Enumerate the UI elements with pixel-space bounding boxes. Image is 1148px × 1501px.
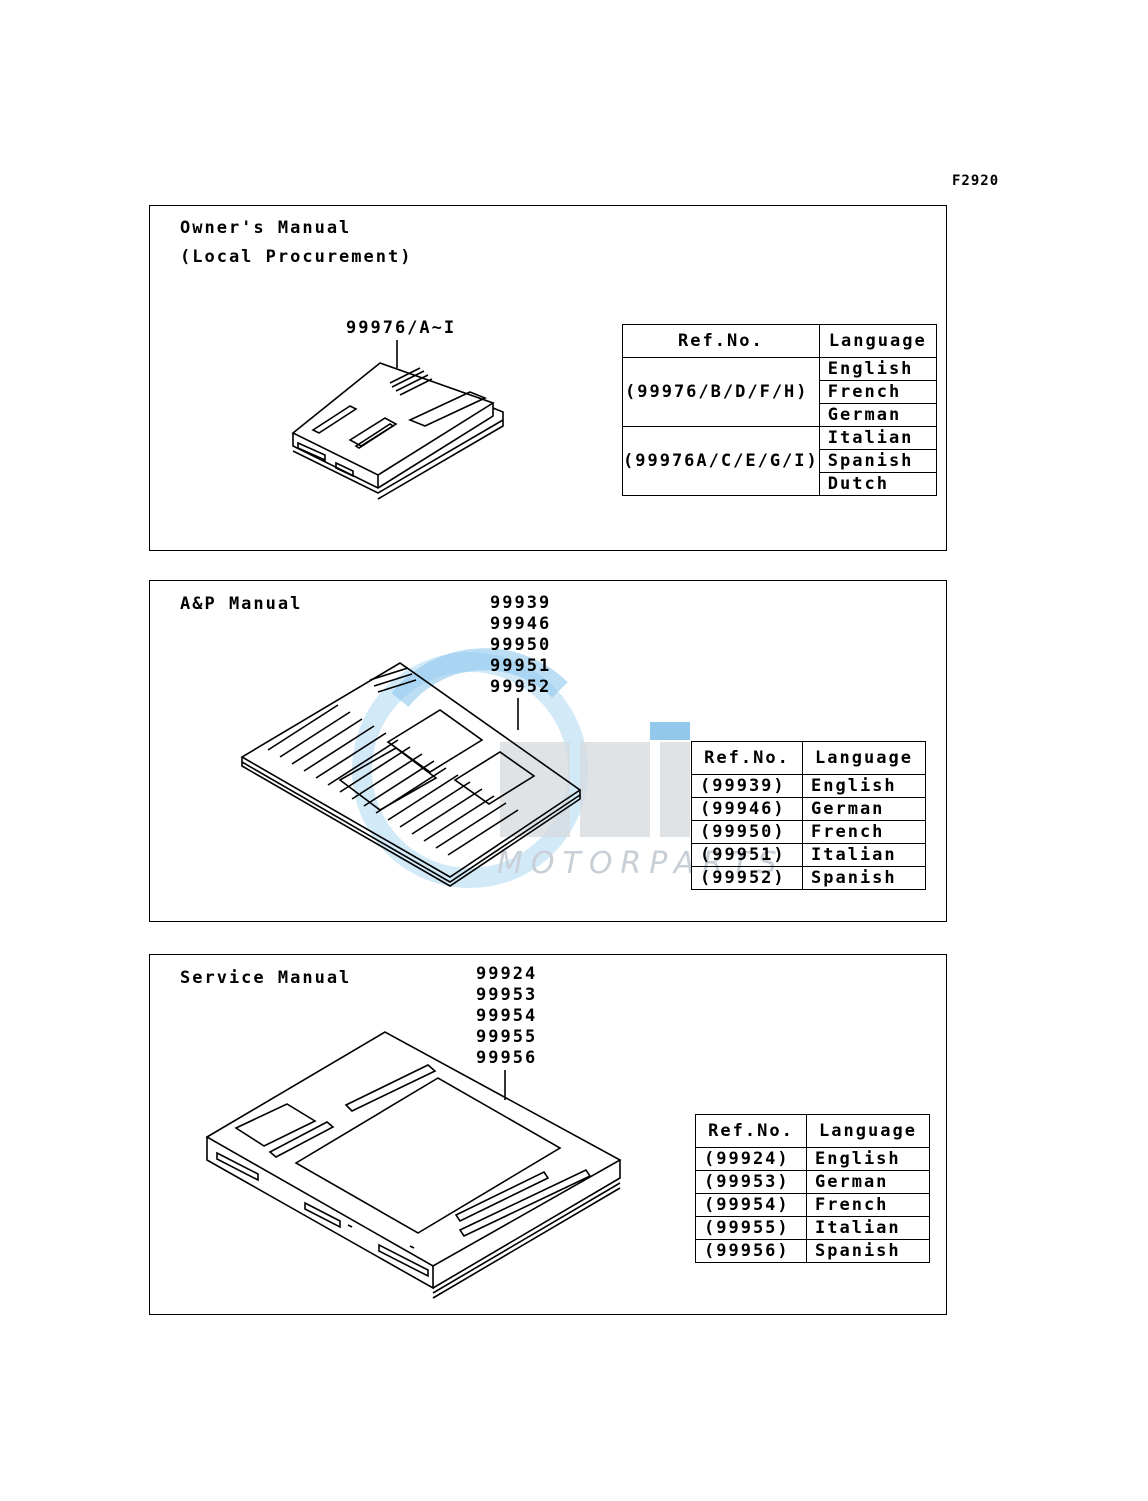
ref-cell: (99955) <box>695 1216 807 1240</box>
language-cell: German <box>818 403 937 427</box>
service-callout-4: 99955 <box>476 1027 538 1047</box>
language-cell: Spanish <box>806 1239 930 1263</box>
ap-callout-3: 99950 <box>490 635 552 655</box>
figure-code: F2920 <box>952 173 1000 189</box>
language-cell: German <box>802 797 926 821</box>
language-cell: Spanish <box>802 866 926 890</box>
service-callout-1: 99924 <box>476 964 538 984</box>
ap-callout-5: 99952 <box>490 677 552 697</box>
language-cell: English <box>818 357 937 381</box>
ap-manual-table: Ref.No. Language (99939)English (99946)G… <box>691 741 926 890</box>
language-cell: French <box>802 820 926 844</box>
service-callout-3: 99954 <box>476 1006 538 1026</box>
language-cell: Italian <box>818 426 937 450</box>
language-cell: German <box>806 1170 930 1194</box>
service-callout-2: 99953 <box>476 985 538 1005</box>
language-cell: Italian <box>802 843 926 867</box>
ap-callout-4: 99951 <box>490 656 552 676</box>
ref-cell: (99953) <box>695 1170 807 1194</box>
ref-cell: (99939) <box>691 774 803 798</box>
ref-cell: (99946) <box>691 797 803 821</box>
ref-cell: (99956) <box>695 1239 807 1263</box>
ref-cell: (99924) <box>695 1147 807 1171</box>
ref-cell: (99952) <box>691 866 803 890</box>
ref-cell: (99976A/C/E/G/I) <box>622 426 820 496</box>
owners-manual-panel <box>149 205 947 551</box>
ap-manual-title: A&P Manual <box>180 594 303 614</box>
owners-manual-title: Owner's Manual <box>180 218 352 238</box>
language-header: Language <box>806 1114 930 1148</box>
service-manual-title: Service Manual <box>180 968 352 988</box>
language-cell: Spanish <box>818 449 937 473</box>
ref-cell: (99954) <box>695 1193 807 1217</box>
owners-manual-subtitle: (Local Procurement) <box>180 247 413 267</box>
owners-manual-table: Ref.No. Language (99976/B/D/F/H) English… <box>622 324 937 496</box>
ref-no-header: Ref.No. <box>622 324 820 358</box>
ap-callout-1: 99939 <box>490 593 552 613</box>
language-cell: Dutch <box>818 472 937 496</box>
owners-manual-callout: 99976/A~I <box>346 318 457 338</box>
service-manual-panel <box>149 954 947 1315</box>
language-cell: English <box>802 774 926 798</box>
language-cell: French <box>806 1193 930 1217</box>
service-callout-5: 99956 <box>476 1048 538 1068</box>
language-cell: Italian <box>806 1216 930 1240</box>
ap-callout-2: 99946 <box>490 614 552 634</box>
ap-manual-panel <box>149 580 947 922</box>
ref-cell: (99976/B/D/F/H) <box>622 357 820 427</box>
language-cell: French <box>818 380 937 404</box>
ref-no-header: Ref.No. <box>691 741 803 775</box>
language-cell: English <box>806 1147 930 1171</box>
ref-no-header: Ref.No. <box>695 1114 807 1148</box>
service-manual-table: Ref.No. Language (99924)English (99953)G… <box>695 1114 930 1263</box>
language-header: Language <box>802 741 926 775</box>
